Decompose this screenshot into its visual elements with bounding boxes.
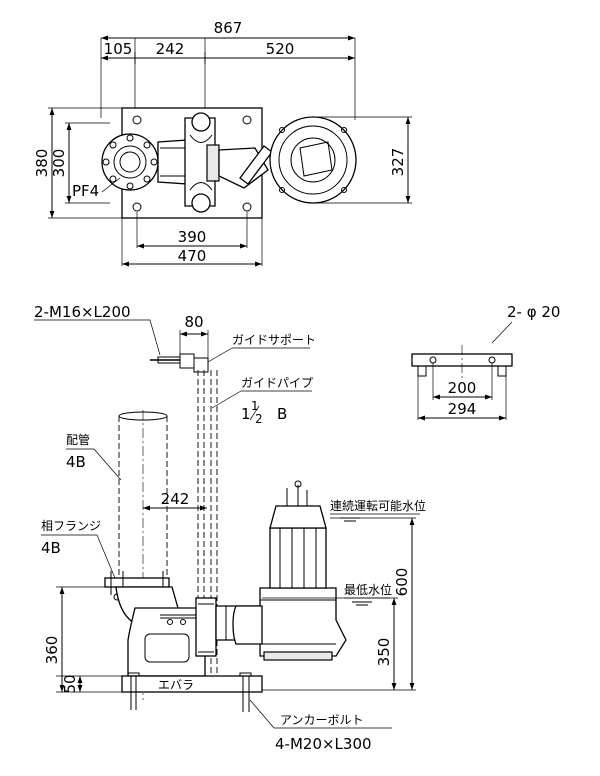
brand-mark: エバラ — [158, 678, 194, 692]
support-hole-detail: 2- φ 20 200 294 — [411, 303, 560, 421]
guide-pipe-size-num: 1 — [251, 399, 259, 413]
side-base-plate — [121, 675, 263, 693]
dim-base-inner: 390 — [178, 228, 207, 246]
guide-pipe — [197, 370, 218, 680]
companion-flange-label: 相フランジ — [41, 519, 101, 533]
dim-top-mid: 242 — [156, 40, 185, 58]
outlet-flange — [101, 133, 159, 191]
dim-top-left: 105 — [104, 40, 133, 58]
dim-level-low: 350 — [375, 638, 393, 667]
pump-body — [259, 587, 347, 657]
guide-pipe-size-whole: 1 — [241, 405, 251, 423]
bolt-spec: 2-M16×L200 — [34, 303, 131, 321]
guide-support-label: ガイドサポート — [232, 333, 316, 347]
plan-view: 867 105 242 520 380 300 — [33, 19, 412, 267]
continuous-level-label: 連続運転可能水位 — [330, 498, 426, 513]
dim-top-right: 520 — [266, 40, 295, 58]
guide-pipe-size-unit: B — [277, 405, 287, 423]
discharge-pipe — [118, 416, 168, 578]
dim-base-height: 50 — [61, 674, 79, 693]
piping-label: 配管 — [66, 432, 90, 447]
dim-height-outer: 380 — [33, 149, 51, 178]
dim-pipe-spacing: 242 — [161, 490, 190, 508]
anchor-bolt-label: アンカーボルト — [280, 713, 364, 727]
pump-volute-plan — [269, 116, 357, 204]
dim-volute-height: 327 — [389, 148, 407, 177]
dim-level-high: 600 — [393, 568, 411, 597]
piping-size: 4B — [66, 453, 86, 471]
port-label: PF4 — [72, 182, 99, 200]
min-level-label: 最低水位 — [344, 582, 392, 597]
dim-height-inner: 300 — [50, 149, 68, 178]
pump-motor — [269, 527, 327, 589]
companion-flange-size: 4B — [41, 539, 61, 557]
dim-base-outer: 470 — [178, 247, 207, 265]
companion-flange — [104, 577, 170, 588]
dim-overall-width: 867 — [214, 19, 243, 37]
dim-support-width: 80 — [184, 313, 203, 331]
anchor-bolt-spec: 4-M20×L300 — [275, 735, 372, 753]
dim-hole-inner: 200 — [448, 379, 477, 397]
side-elevation: 2-M16×L200 80 ガイドサポート ガイドパイプ 1 1 2 B 配管 … — [34, 303, 426, 753]
hole-spec: 2- φ 20 — [507, 303, 560, 321]
dim-hole-outer: 294 — [448, 400, 477, 418]
dim-side-height: 360 — [43, 636, 61, 665]
guide-pipe-size-den: 2 — [255, 412, 263, 426]
guide-pipe-label: ガイドパイプ — [241, 376, 313, 390]
